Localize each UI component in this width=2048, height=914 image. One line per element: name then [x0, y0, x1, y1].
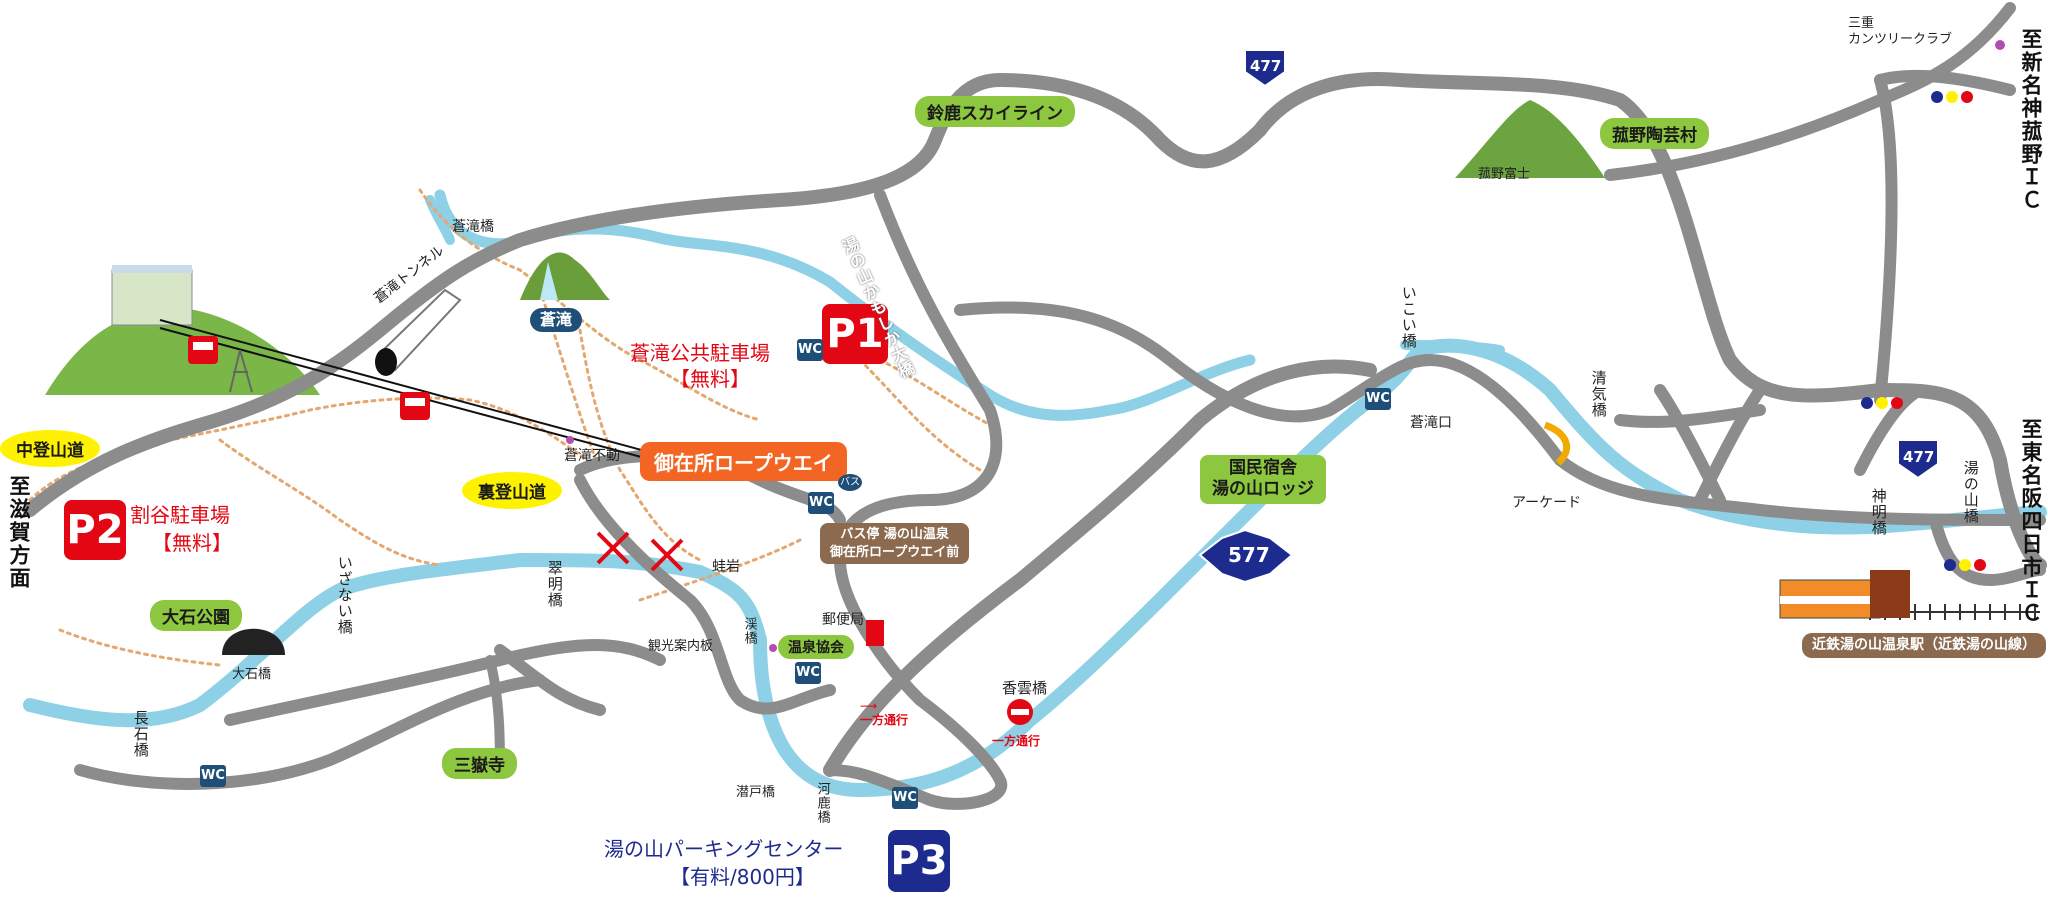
- arcade-mark: [1543, 421, 1571, 466]
- train-icon: [1779, 570, 1910, 619]
- kaba-bridge-label: 河鹿橋: [814, 782, 830, 824]
- station-label: 近鉄湯の山温泉駅（近鉄湯の山線）: [1802, 633, 2046, 658]
- closed-road-marks: [596, 531, 684, 572]
- wc-icon-p1: WC: [797, 339, 823, 361]
- komono-fuji-label: 菰野富士: [1478, 167, 1531, 182]
- poi-dots: [566, 40, 2005, 652]
- suimei-bridge-label: 翠明橋: [545, 560, 564, 608]
- oishi-bridge-label: 大石橋: [232, 667, 272, 682]
- oneway-label-1: 一方通行: [860, 713, 909, 727]
- post-office-icon: [866, 620, 884, 646]
- onsen-association-label: 温泉協会: [778, 635, 854, 659]
- lodge-label-line1: 国民宿舎: [1229, 458, 1297, 478]
- oneway-label-2: 一方通行: [992, 734, 1041, 748]
- bus-stop-label: バス停 湯の山温泉 御在所ロープウエイ前: [820, 523, 970, 565]
- skyline-label: 鈴鹿スカイライン: [915, 96, 1075, 127]
- kouun-bridge-label: 香雲橋: [1002, 679, 1048, 697]
- arcade-label: アーケード: [1512, 495, 1582, 511]
- p2-fee: 【無料】: [152, 531, 232, 555]
- mie-club-label-2: カンツリークラブ: [1848, 32, 1953, 47]
- route-577-shield: [1198, 528, 1294, 584]
- nakato-trail-label: 中登山道: [0, 430, 100, 467]
- ikoi-bridge-label: いこい橋: [1399, 285, 1418, 349]
- route-477-right-number: 477: [1903, 448, 1935, 466]
- sento-bridge-label: 潜戸橋: [736, 785, 776, 800]
- post-office-label: 郵便局: [822, 612, 864, 628]
- bus-stop-line1: バス停 湯の山温泉: [840, 527, 949, 542]
- urato-trail-label: 裏登山道: [462, 472, 562, 509]
- p1-name: 蒼滝公共駐車場: [630, 341, 770, 365]
- tunnel-mouth: [375, 348, 397, 376]
- destination-higashimeihan: 至東名阪四日市ＩＣ: [2019, 418, 2043, 625]
- wc-icon-onsen: WC: [795, 662, 821, 684]
- p1-fee: 【無料】: [670, 367, 750, 391]
- p1-badge: P1: [822, 304, 888, 364]
- p3-fee: 【有料/800円】: [670, 865, 815, 889]
- waterfall-icon: [520, 252, 610, 300]
- ropeway-pylon-icon: [229, 349, 253, 393]
- naga-bridge-label: 長石橋: [131, 710, 150, 758]
- mountain-left: [45, 309, 320, 395]
- aotaki-bridge-label: 蒼滝橋: [452, 219, 494, 235]
- p3-badge: P3: [888, 830, 950, 892]
- route-577-number: 577: [1228, 543, 1270, 567]
- wc-icon-bus: WC: [808, 492, 834, 514]
- yunoyama-bridge-label: 湯の山橋: [1961, 460, 1980, 524]
- izanai-bridge-label: いざない橋: [335, 555, 354, 635]
- sangakuji-label: 三嶽寺: [442, 748, 517, 779]
- mie-club-label-1: 三重: [1848, 16, 1875, 31]
- shinmei-bridge-label: 神明橋: [1869, 488, 1888, 536]
- kairi-label: 蛙岩: [712, 559, 740, 575]
- lodge-label: 国民宿舎 湯の山ロッジ: [1200, 455, 1326, 504]
- bus-stop-icon: バス: [838, 474, 862, 491]
- route-477-right-shield: [1897, 439, 1939, 480]
- oishi-park-label: 大石公園: [150, 600, 242, 631]
- tunnel-icon: [222, 628, 285, 655]
- p2-name: 割谷駐車場: [130, 503, 230, 527]
- ropeway-station-building: [111, 265, 193, 326]
- seiki-bridge-label: 清気橋: [1589, 370, 1608, 418]
- gondola-icon-1: [188, 336, 218, 364]
- p3-name: 湯の山パーキングセンター: [604, 837, 844, 861]
- no-entry-sign-icon: [1007, 699, 1033, 725]
- aotakiguchi-label: 蒼滝口: [1410, 415, 1452, 431]
- wc-icon-p3: WC: [892, 787, 918, 809]
- destination-shiga: 至滋賀方面: [7, 475, 31, 590]
- ropeway-label: 御在所ロープウエイ: [640, 442, 847, 481]
- lodge-label-line2: 湯の山ロッジ: [1212, 479, 1314, 500]
- komono-pottery-label: 菰野陶芸村: [1600, 118, 1709, 149]
- wc-icon-southwest: WC: [200, 765, 226, 787]
- aotaki-fudo-label: 蒼滝不動: [564, 448, 620, 464]
- oneway-arrow-icon: ⟶: [860, 699, 878, 713]
- aotaki-label: 蒼滝: [530, 308, 583, 332]
- destination-shinmeishin: 至新名神菰野ＩＣ: [2019, 28, 2043, 212]
- gondola-icon-2: [400, 392, 430, 420]
- p2-badge: P2: [64, 500, 126, 560]
- tourist-board-label: 観光案内板: [648, 639, 714, 654]
- route-477-top-number: 477: [1250, 57, 1282, 75]
- route-477-top-shield: [1244, 49, 1286, 88]
- bus-stop-line2: 御在所ロープウエイ前: [830, 544, 960, 560]
- traffic-lights: [1861, 91, 1986, 571]
- keikyo-bridge-label: 渓橋: [741, 617, 757, 645]
- mountain-komono-fuji: [1455, 100, 1605, 178]
- wc-icon-ikoi: WC: [1365, 388, 1391, 410]
